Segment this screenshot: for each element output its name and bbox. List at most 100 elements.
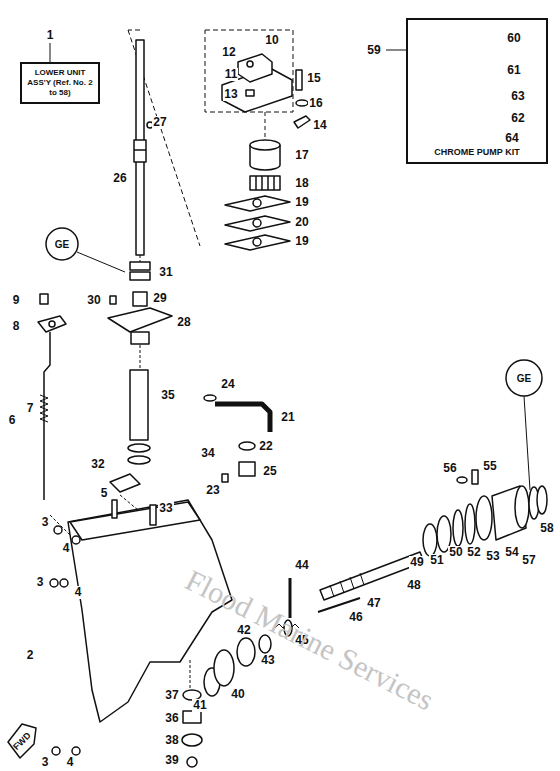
leader-line — [50, 43, 51, 62]
callout-number: 19 — [294, 196, 309, 209]
callout-number: 12 — [221, 46, 236, 59]
callout-number: 32 — [90, 458, 105, 471]
callout-number: 36 — [164, 712, 179, 725]
bearing-housing — [457, 477, 467, 483]
bushing — [130, 272, 150, 280]
water-inlet — [187, 757, 197, 767]
pump-housing — [222, 54, 310, 128]
callout-number: 17 — [294, 149, 309, 162]
propeller-shaft — [320, 552, 424, 600]
kit-box: CHROME PUMP KIT — [406, 18, 548, 164]
water-tube — [215, 404, 270, 432]
assembly-box: LOWER UNIT ASS'Y (Ref. No. 2 to 58) — [20, 62, 100, 104]
callout-number: 24 — [220, 378, 235, 391]
bolt-washer — [52, 747, 60, 755]
gear-case — [68, 500, 232, 722]
shaft-housing — [133, 292, 147, 306]
leader-line — [140, 345, 141, 368]
bearing-housing — [472, 470, 478, 484]
callout-number: 61 — [506, 64, 521, 77]
propeller-shaft — [320, 552, 424, 600]
sealant-icon — [46, 228, 78, 260]
callout-number: 51 — [429, 554, 444, 567]
pump-plate — [253, 238, 261, 246]
bearing-housing — [515, 486, 529, 528]
box-text: LOWER UNIT ASS'Y (Ref. No. 2 to 58) — [26, 68, 94, 98]
callout-number: 2 — [26, 649, 35, 662]
pump-insert — [250, 140, 280, 170]
bolt-washer — [54, 526, 62, 534]
propeller-shaft — [330, 573, 364, 597]
callout-number: 7 — [26, 402, 35, 415]
bolt-washer — [50, 579, 58, 587]
callout-number: 34 — [200, 447, 215, 460]
tube — [130, 370, 148, 440]
leader-line — [265, 112, 266, 140]
callout-number: 15 — [306, 72, 321, 85]
callout-number: 48 — [406, 579, 421, 592]
impeller — [255, 176, 257, 190]
shaft-housing — [110, 296, 116, 304]
pump-housing — [294, 116, 310, 128]
callout-number: 26 — [112, 172, 127, 185]
pump-plate — [225, 196, 290, 211]
callout-number: 3 — [41, 756, 50, 769]
impeller — [250, 176, 280, 190]
water-inlet — [182, 734, 202, 746]
leader-line — [140, 255, 141, 262]
bolt-washer — [72, 536, 80, 544]
water-tube — [204, 395, 270, 482]
callout-number: 9 — [12, 294, 21, 307]
pump-plate — [253, 219, 261, 227]
pump-group-frame — [205, 30, 293, 112]
callout-number: 29 — [152, 292, 167, 305]
sealant-mark: GE — [54, 238, 70, 251]
callout-number: 3 — [36, 576, 45, 589]
tube — [110, 370, 150, 492]
gear-set — [214, 650, 234, 686]
pump-insert — [250, 140, 280, 150]
bolt-washer — [72, 747, 80, 755]
callout-number: 6 — [8, 414, 17, 427]
callout-number: 33 — [158, 502, 173, 515]
bearing-housing — [476, 496, 492, 540]
callout-number: 55 — [482, 460, 497, 473]
bushing — [130, 262, 150, 270]
callout-number: 13 — [223, 88, 238, 101]
callout-number: 1 — [46, 29, 55, 42]
callout-number: 54 — [504, 546, 519, 559]
callout-number: 60 — [506, 32, 521, 45]
gear-set — [237, 638, 255, 666]
fwd-arrow — [8, 724, 36, 758]
callout-number: 30 — [86, 294, 101, 307]
leader-line — [386, 50, 406, 51]
callout-number: 4 — [62, 542, 71, 555]
callout-number: 10 — [264, 34, 279, 47]
pump-plate — [253, 199, 261, 207]
water-inlet — [183, 711, 201, 723]
bearing-housing — [453, 510, 463, 546]
watermark: Flood Marine Services — [180, 563, 440, 716]
impeller — [261, 176, 263, 190]
pump-group-frame — [205, 30, 293, 112]
pump-plate — [225, 216, 290, 231]
shift-linkage — [38, 316, 66, 332]
callout-number: 35 — [160, 389, 175, 402]
callout-number: 5 — [100, 487, 109, 500]
pump-housing — [247, 61, 253, 67]
callout-number: 40 — [230, 688, 245, 701]
callout-number: 27 — [152, 116, 167, 129]
callout-number: 19 — [294, 235, 309, 248]
shaft-housing — [131, 332, 149, 344]
sealant-icon — [46, 228, 542, 396]
callout-number: 23 — [205, 484, 220, 497]
shift-linkage — [40, 395, 48, 422]
callout-number: 22 — [258, 440, 273, 453]
gear-case — [70, 502, 200, 540]
shaft-housing — [108, 292, 172, 344]
callout-number: 11 — [224, 68, 239, 81]
callout-number: 4 — [66, 756, 75, 769]
callout-number: 44 — [294, 559, 309, 572]
callout-number: 53 — [485, 550, 500, 563]
